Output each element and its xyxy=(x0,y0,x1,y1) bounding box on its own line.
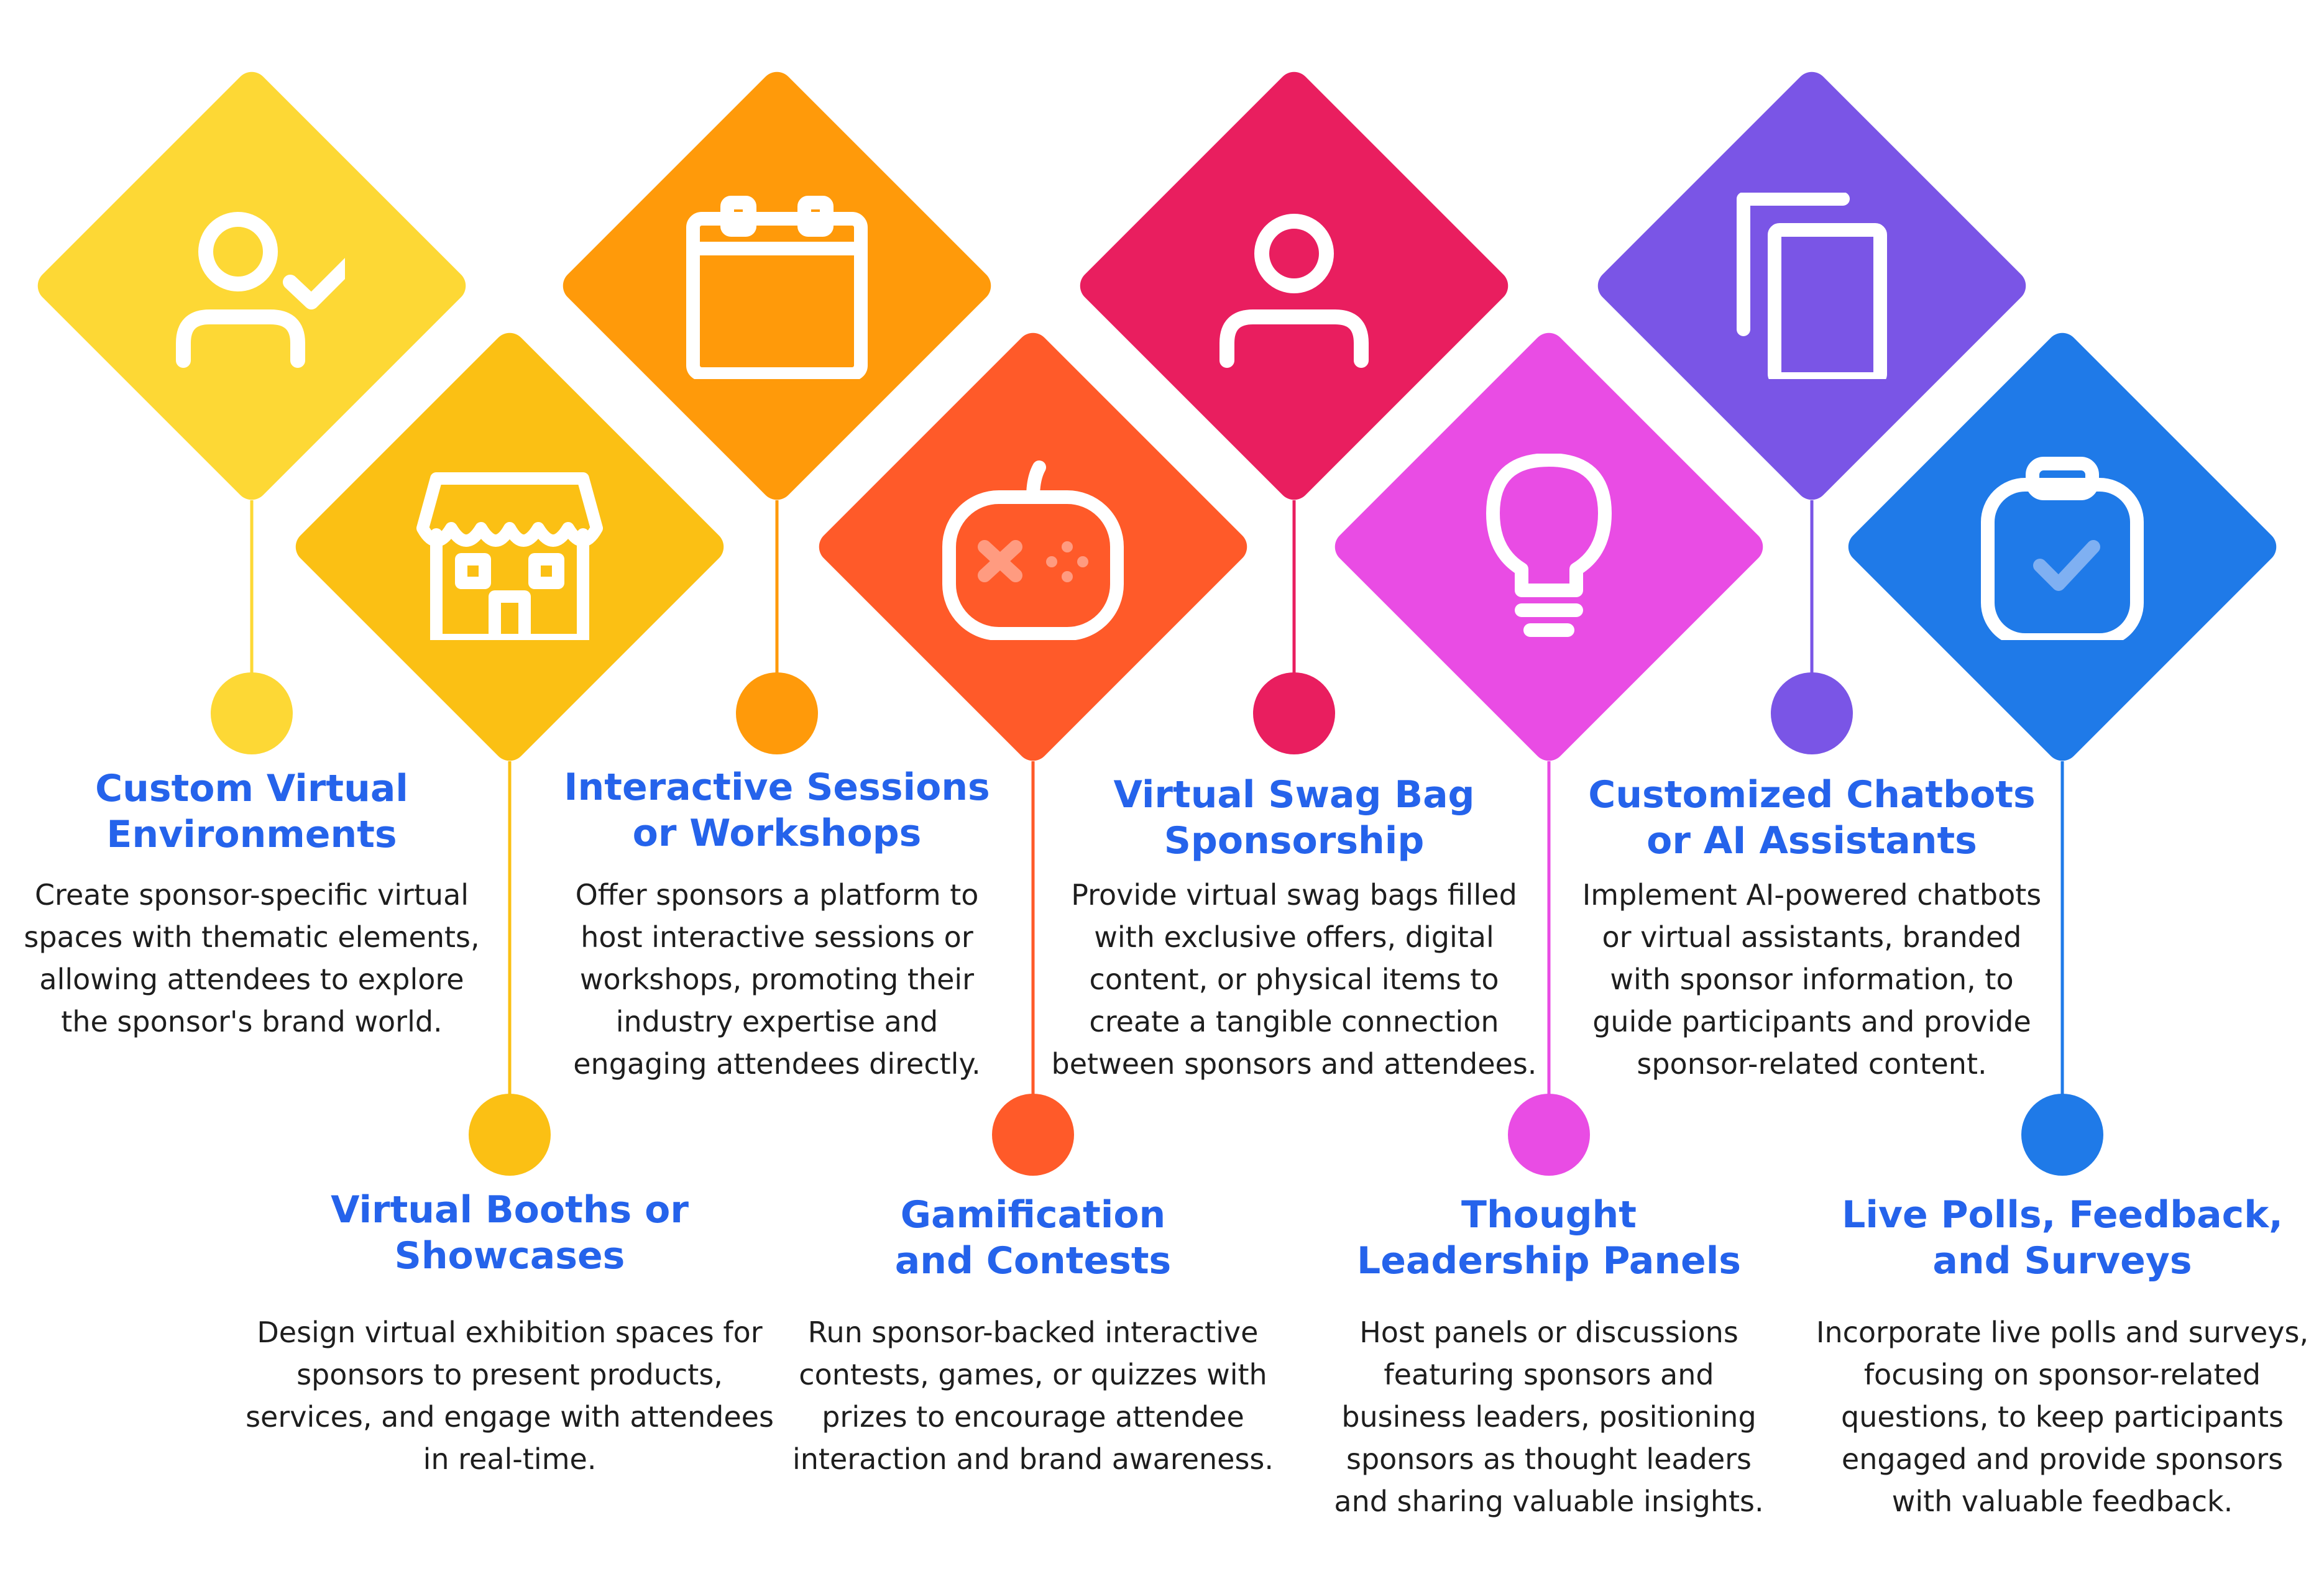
item-description-line: business leaders, positioning xyxy=(1341,1400,1757,1434)
item-description-5: Provide virtual swag bags filled with exc… xyxy=(1039,874,1549,1085)
item-description-line: contests, games, or quizzes with xyxy=(799,1358,1267,1391)
timeline-dot-6 xyxy=(1508,1094,1590,1176)
item-title-line: Custom Virtual xyxy=(95,767,408,810)
item-description-line: Implement AI-powered chatbots xyxy=(1582,878,2042,912)
item-description-line: questions, to keep participants xyxy=(1841,1400,2284,1434)
timeline-dot-4 xyxy=(992,1094,1074,1176)
item-description-line: in real-time. xyxy=(423,1442,597,1476)
item-description-line: Provide virtual swag bags filled xyxy=(1071,878,1517,912)
item-title-line: Showcases xyxy=(394,1234,625,1278)
item-description-line: sponsor-related content. xyxy=(1637,1047,1987,1081)
diamond-tile-8 xyxy=(1848,332,2277,761)
item-title-line: and Surveys xyxy=(1932,1239,2192,1283)
item-description-line: sponsors to present products, xyxy=(296,1358,723,1391)
item-title-line: or Workshops xyxy=(632,812,922,855)
item-title-line: Leadership Panels xyxy=(1356,1239,1742,1283)
item-title-line: Virtual Swag Bag xyxy=(1113,773,1475,817)
item-description-line: content, or physical items to xyxy=(1089,963,1499,996)
item-description-line: and sharing valuable insights. xyxy=(1334,1485,1764,1518)
timeline-dot-2 xyxy=(469,1094,551,1176)
item-description-line: engaging attendees directly. xyxy=(573,1047,981,1081)
diamond-tile-3 xyxy=(563,71,991,500)
item-title-line: or AI Assistants xyxy=(1647,819,1977,863)
diamond-tile-6 xyxy=(1334,332,1763,761)
item-description-line: engaged and provide sponsors xyxy=(1841,1442,2284,1476)
item-description-line: create a tangible connection xyxy=(1089,1005,1499,1038)
item-description-line: the sponsor's brand world. xyxy=(61,1005,443,1038)
timeline-dot-1 xyxy=(211,672,293,754)
timeline-dot-7 xyxy=(1771,672,1853,754)
item-description-line: sponsors as thought leaders xyxy=(1346,1442,1752,1476)
item-description-line: industry expertise and xyxy=(615,1005,939,1038)
item-title-line: Gamification xyxy=(900,1193,1166,1237)
timeline-dot-3 xyxy=(736,672,818,754)
item-title-line: Sponsorship xyxy=(1164,819,1425,863)
diamond-tile-4 xyxy=(819,332,1247,761)
item-description-line: with valuable feedback. xyxy=(1891,1485,2233,1518)
item-description-line: guide participants and provide xyxy=(1592,1005,2031,1038)
item-description-line: interaction and brand awareness. xyxy=(792,1442,1274,1476)
item-description-line: allowing attendees to explore xyxy=(39,963,464,996)
item-description-3: Offer sponsors a platform to host interac… xyxy=(541,874,1013,1085)
item-title-line: Thought xyxy=(1461,1193,1637,1237)
item-title-line: Virtual Booths or xyxy=(331,1188,689,1232)
timeline-dot-8 xyxy=(2021,1094,2103,1176)
item-description-2: Design virtual exhibition spaces for spon… xyxy=(230,1311,789,1480)
item-description-line: Design virtual exhibition spaces for xyxy=(257,1316,763,1349)
item-description-line: with sponsor information, to xyxy=(1610,963,2014,996)
item-description-7: Implement AI-powered chatbots or virtual … xyxy=(1563,874,2060,1085)
item-description-line: focusing on sponsor-related xyxy=(1863,1358,2261,1391)
item-description-line: services, and engage with attendees xyxy=(246,1400,774,1434)
item-description-line: prizes to encourage attendee xyxy=(822,1400,1244,1434)
item-description-line: spaces with thematic elements, xyxy=(24,920,480,954)
item-title-8: Live Polls, Feedback,and Surveys xyxy=(1783,1192,2324,1284)
item-description-4: Run sponsor-backed interactive contests, … xyxy=(778,1311,1288,1480)
item-title-line: and Contests xyxy=(894,1239,1172,1283)
item-description-line: Offer sponsors a platform to xyxy=(575,878,979,912)
item-description-line: featuring sponsors and xyxy=(1384,1358,1714,1391)
item-title-line: Environments xyxy=(106,813,397,856)
item-description-line: Incorporate live polls and surveys, xyxy=(1816,1316,2309,1349)
item-description-1: Create sponsor-specific virtual spaces wi… xyxy=(0,874,507,1043)
diamond-tile-2 xyxy=(295,332,724,761)
item-description-line: or virtual assistants, branded xyxy=(1602,920,2022,954)
item-description-line: host interactive sessions or xyxy=(581,920,973,954)
diamond-tile-7 xyxy=(1597,71,2026,500)
item-description-8: Incorporate live polls and surveys, focus… xyxy=(1807,1311,2317,1522)
timeline-dot-5 xyxy=(1253,672,1335,754)
item-description-line: between sponsors and attendees. xyxy=(1051,1047,1537,1081)
item-description-6: Host panels or discussions featuring spon… xyxy=(1319,1311,1779,1522)
item-description-line: Run sponsor-backed interactive xyxy=(807,1316,1259,1349)
item-title-line: Interactive Sessions xyxy=(564,766,990,809)
item-title-line: Customized Chatbots xyxy=(1588,773,2036,817)
item-description-line: workshops, promoting their xyxy=(579,963,975,996)
item-description-line: with exclusive offers, digital xyxy=(1094,920,1494,954)
item-title-line: Live Polls, Feedback, xyxy=(1842,1193,2283,1237)
item-description-line: Create sponsor-specific virtual xyxy=(34,878,469,912)
item-description-line: Host panels or discussions xyxy=(1359,1316,1738,1349)
